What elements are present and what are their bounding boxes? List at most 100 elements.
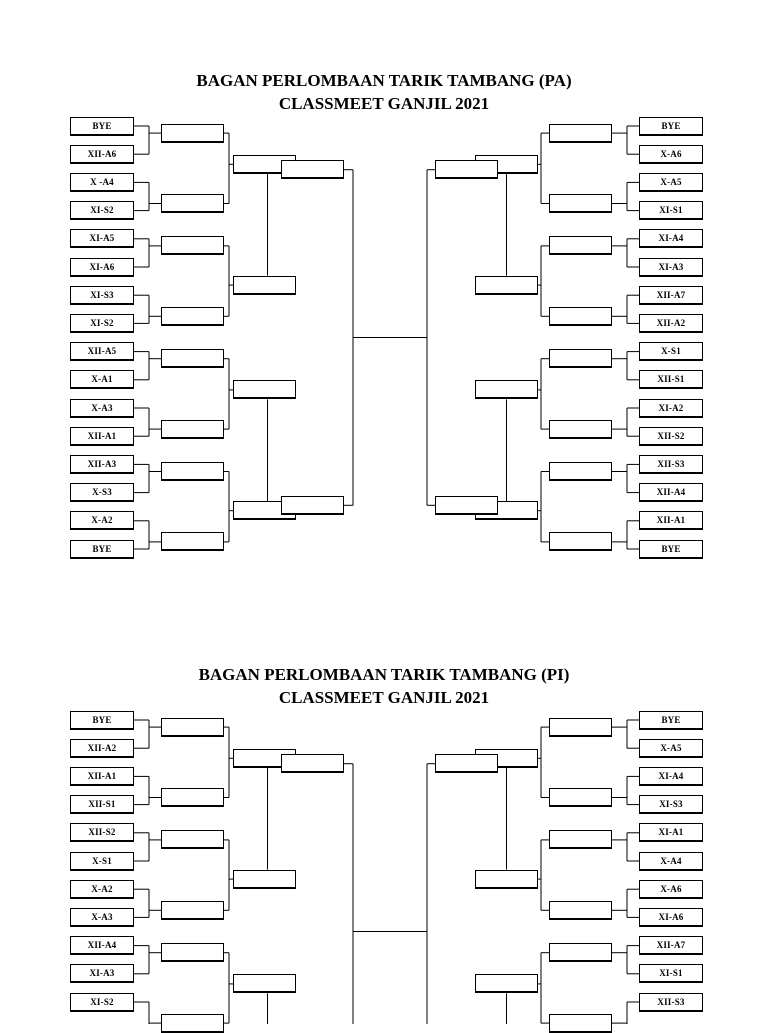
team-slot: XII-A3 [70, 454, 134, 474]
team-slot: XII-A5 [70, 342, 134, 362]
team-slot: BYE [70, 116, 134, 136]
team-slot: XI-A5 [70, 229, 134, 249]
team-slot: XII-A1 [639, 511, 703, 531]
round1-slot [161, 532, 224, 552]
round3-slot [435, 160, 498, 180]
round1-slot [549, 123, 612, 143]
round2-slot [475, 275, 538, 295]
round1-slot [161, 306, 224, 326]
team-slot: XII-S2 [639, 426, 703, 446]
team-slot: XI-S2 [70, 313, 134, 333]
team-slot: X-A4 [639, 851, 703, 871]
round1-slot [549, 532, 612, 552]
team-slot: XI-S2 [70, 201, 134, 221]
team-slot: XI-S3 [639, 795, 703, 815]
round2-slot [475, 380, 538, 400]
round1-slot [549, 717, 612, 737]
team-slot: XII-A1 [70, 766, 134, 786]
team-slot: BYE [70, 710, 134, 730]
team-slot: XII-A4 [70, 936, 134, 956]
team-slot: X-A6 [639, 879, 703, 899]
round3-slot [281, 160, 344, 180]
team-slot: XI-A3 [70, 964, 134, 984]
team-slot: XI-A4 [639, 229, 703, 249]
round2-slot [475, 869, 538, 889]
team-slot: X-A6 [639, 144, 703, 164]
round3-slot [435, 495, 498, 515]
team-slot: XII-A2 [639, 313, 703, 333]
bracket-title: BAGAN PERLOMBAAN TARIK TAMBANG (PA) [196, 71, 572, 90]
team-slot: BYE [639, 539, 703, 559]
round1-slot [549, 1013, 612, 1033]
team-slot: X-A2 [70, 879, 134, 899]
round1-slot [161, 349, 224, 369]
round1-slot [549, 306, 612, 326]
round1-slot [549, 788, 612, 807]
team-slot: X-S1 [70, 851, 134, 871]
team-slot: XII-S1 [70, 795, 134, 815]
team-slot: XII-S2 [70, 823, 134, 843]
round3-slot [435, 754, 498, 774]
team-slot: XI-A6 [70, 257, 134, 277]
bracket-title: BAGAN PERLOMBAAN TARIK TAMBANG (PI) [198, 665, 570, 684]
bracket-subtitle: CLASSMEET GANJIL 2021 [278, 94, 490, 113]
team-slot: X-A1 [70, 370, 134, 390]
team-slot: XI-S1 [639, 201, 703, 221]
team-slot: BYE [70, 539, 134, 559]
round1-slot [549, 462, 612, 481]
round1-slot [161, 419, 224, 439]
team-slot: X-A2 [70, 511, 134, 531]
round2-slot [233, 380, 296, 400]
team-slot: X-S1 [639, 342, 703, 362]
team-slot: BYE [639, 116, 703, 136]
team-slot: X-A5 [639, 738, 703, 758]
round1-slot [161, 236, 224, 256]
team-slot: XII-A6 [70, 144, 134, 164]
team-slot: XII-S1 [639, 370, 703, 390]
team-slot: X -A4 [70, 172, 134, 192]
round1-slot [549, 900, 612, 920]
round1-slot [549, 349, 612, 369]
team-slot: XII-A4 [639, 483, 703, 503]
round1-slot [161, 462, 224, 481]
round1-slot [161, 194, 224, 213]
team-slot: XI-S2 [70, 992, 134, 1012]
team-slot: BYE [639, 710, 703, 730]
team-slot: XII-A1 [70, 426, 134, 446]
team-slot: XI-A4 [639, 766, 703, 786]
team-slot: XII-A2 [70, 738, 134, 758]
round1-slot [549, 419, 612, 439]
round2-slot [475, 974, 538, 994]
team-slot: XI-S3 [70, 285, 134, 305]
team-slot: XI-A1 [639, 823, 703, 843]
round1-slot [161, 123, 224, 143]
round1-slot [549, 194, 612, 213]
team-slot: XII-A7 [639, 285, 703, 305]
round1-slot [549, 943, 612, 963]
team-slot: XI-A6 [639, 907, 703, 927]
round3-slot [281, 754, 344, 774]
team-slot: XII-S3 [639, 992, 703, 1012]
round1-slot [161, 788, 224, 807]
round2-slot [233, 974, 296, 994]
round2-slot [233, 275, 296, 295]
round1-slot [161, 830, 224, 850]
team-slot: XI-A3 [639, 257, 703, 277]
round1-slot [549, 236, 612, 256]
round1-slot [161, 943, 224, 963]
team-slot: X-S3 [70, 483, 134, 503]
team-slot: X-A3 [70, 907, 134, 927]
bracket-subtitle: CLASSMEET GANJIL 2021 [278, 688, 490, 707]
round1-slot [549, 830, 612, 850]
team-slot: X-A3 [70, 398, 134, 418]
team-slot: XI-A2 [639, 398, 703, 418]
team-slot: X-A5 [639, 172, 703, 192]
round3-slot [281, 495, 344, 515]
team-slot: XI-S1 [639, 964, 703, 984]
team-slot: XII-A7 [639, 936, 703, 956]
round1-slot [161, 1013, 224, 1033]
round1-slot [161, 717, 224, 737]
round2-slot [233, 869, 296, 889]
round1-slot [161, 900, 224, 920]
